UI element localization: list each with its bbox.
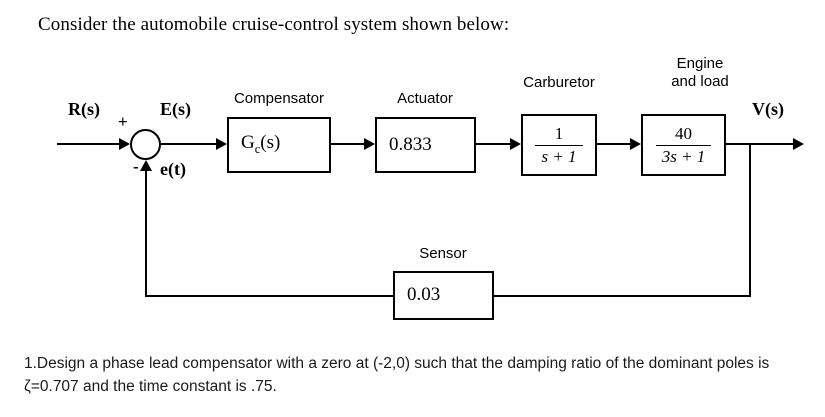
line-actuator-to-carburetor <box>476 143 510 145</box>
block-label-compensator: Compensator <box>233 90 325 107</box>
arrowhead-compensator-input <box>216 138 227 150</box>
summing-junction-plus-sign: + <box>118 112 128 131</box>
block-label-sensor: Sensor <box>419 245 467 262</box>
input-line-rs <box>57 143 119 145</box>
block-sensor[interactable]: 0.03 <box>393 271 494 320</box>
output-line-vs <box>726 143 794 145</box>
feedback-line-left <box>145 295 394 297</box>
arrowhead-carburetor-input <box>510 138 521 150</box>
feedback-takeoff-line <box>749 143 751 297</box>
block-actuator[interactable]: 0.833 <box>375 117 476 173</box>
block-sensor-value: 0.03 <box>407 284 441 306</box>
engine-denominator: 3s + 1 <box>655 144 712 167</box>
arrowhead-engine-input <box>630 138 641 150</box>
block-actuator-value: 0.833 <box>389 133 432 155</box>
feedback-riser-line <box>145 170 147 297</box>
signal-label-error-et: e(t) <box>160 159 186 179</box>
block-compensator[interactable]: Gc(s) <box>227 117 331 173</box>
signal-label-error-es: E(s) <box>160 99 191 119</box>
block-carburetor[interactable]: 1 s + 1 <box>521 114 597 176</box>
carburetor-denominator: s + 1 <box>535 144 583 167</box>
signal-label-input-rs: R(s) <box>68 99 100 119</box>
feedback-line-right <box>493 295 751 297</box>
block-label-engine-and-load: Engine and load <box>633 55 767 91</box>
carburetor-numerator: 1 <box>554 123 564 143</box>
input-arrowhead <box>119 138 130 150</box>
summing-junction <box>130 129 161 160</box>
feedback-arrowhead <box>140 160 152 171</box>
output-arrowhead <box>793 138 804 150</box>
block-label-actuator: Actuator <box>397 90 453 107</box>
line-sum-to-compensator <box>161 143 216 145</box>
block-compensator-value: Gc(s) <box>241 132 281 156</box>
line-compensator-to-actuator <box>331 143 364 145</box>
engine-numerator: 40 <box>675 123 692 143</box>
block-engine-and-load[interactable]: 40 3s + 1 <box>641 114 726 176</box>
block-label-carburetor: Carburetor <box>523 74 595 91</box>
block-engine-value: 40 3s + 1 <box>655 123 712 167</box>
page-title: Consider the automobile cruise-control s… <box>38 14 510 35</box>
arrowhead-actuator-input <box>364 138 375 150</box>
block-label-engine-line2: and load <box>671 73 729 90</box>
block-carburetor-value: 1 s + 1 <box>535 123 583 167</box>
summing-junction-minus-sign: - <box>133 157 139 176</box>
signal-label-output-vs: V(s) <box>752 99 784 119</box>
problem-caption: 1.Design a phase lead compensator with a… <box>24 355 770 395</box>
line-carburetor-to-engine <box>597 143 630 145</box>
block-label-engine-line1: Engine <box>676 55 724 72</box>
